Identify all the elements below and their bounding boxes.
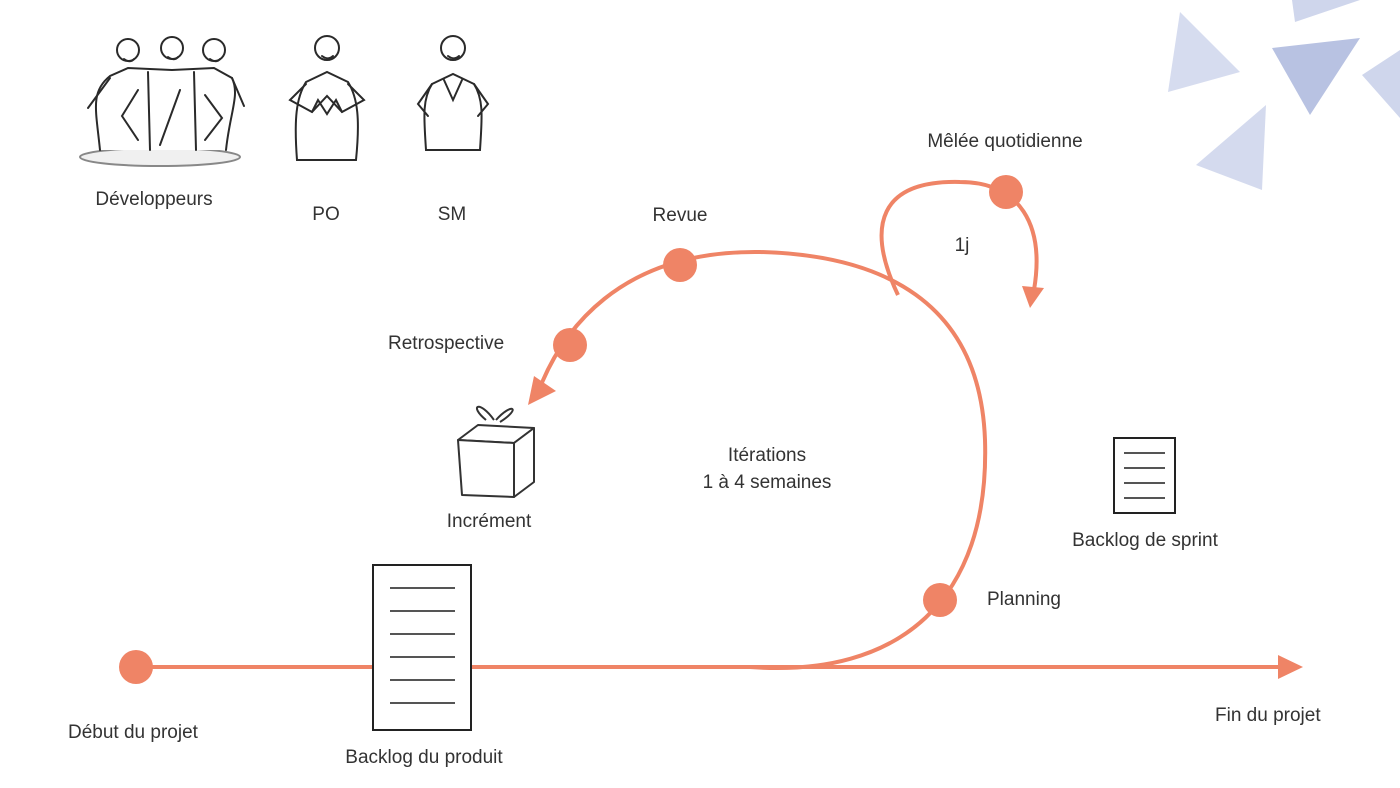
sm-label: SM <box>437 204 467 225</box>
triangle-shape <box>1196 105 1266 190</box>
triangle-shape <box>1362 50 1400 118</box>
triangle-shape <box>1272 38 1360 115</box>
decorative-triangles <box>1168 0 1400 190</box>
daily-scrum-label: Mêlée quotidienne <box>927 131 1083 152</box>
daily-scrum-dot <box>989 175 1023 209</box>
daily-loop-arc <box>879 179 1039 296</box>
retrospective-dot <box>553 328 587 362</box>
developers-label: Développeurs <box>95 189 213 210</box>
daily-loop-arrowhead <box>1022 286 1044 308</box>
increment-label: Incrément <box>446 511 532 532</box>
iterations-label: Itérations <box>727 445 807 466</box>
po-figure <box>288 35 366 161</box>
sprint-backlog-icon <box>1113 437 1176 514</box>
increment-gift-icon <box>457 405 535 498</box>
po-label: PO <box>312 204 340 225</box>
triangle-shape <box>1168 12 1240 92</box>
timeline-arrowhead <box>1278 655 1303 679</box>
daily-duration-label: 1j <box>954 235 970 256</box>
product-backlog-label: Backlog du produit <box>345 747 503 768</box>
triangle-shape <box>1292 0 1360 22</box>
planning-dot <box>923 583 957 617</box>
review-dot <box>663 248 697 282</box>
retrospective-label: Retrospective <box>388 333 505 354</box>
planning-label: Planning <box>987 589 1061 610</box>
product-backlog-icon <box>372 564 472 731</box>
review-label: Revue <box>652 205 708 226</box>
project-start-dot <box>119 650 153 684</box>
sprint-arrowhead <box>528 376 556 405</box>
iterations-duration-label: 1 à 4 semaines <box>702 472 832 493</box>
sprint-backlog-label: Backlog de sprint <box>1072 530 1218 551</box>
project-start-label: Début du projet <box>68 722 198 743</box>
sprint-cycle-arc <box>534 249 988 670</box>
project-end-label: Fin du projet <box>1215 705 1321 726</box>
developers-figure <box>79 36 245 167</box>
sm-figure <box>416 35 490 151</box>
